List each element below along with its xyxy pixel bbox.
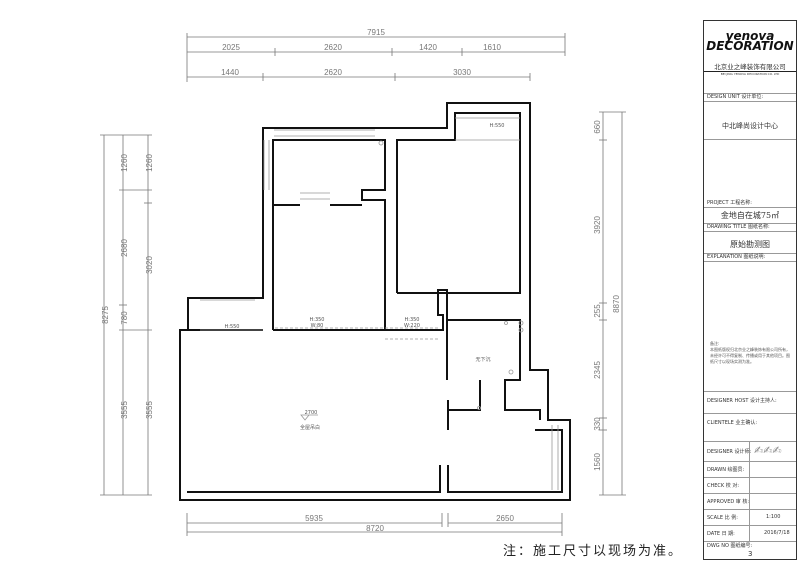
bottom-dimensions: 5935 2650 8720	[186, 513, 563, 536]
balcony-height-label: H:550	[225, 324, 240, 330]
remarks-text: 本图纸版权归北京业之峰装饰有限公司所有，未经许可不得复制、传播或用于其他项目。图…	[710, 347, 790, 364]
drawn-label: DRAWN 绘图员:	[707, 467, 745, 473]
dim-top: 3030	[453, 68, 471, 77]
dim-bottom: 2650	[496, 514, 514, 523]
explanation-label: EXPLANATION 图纸说明:	[707, 254, 766, 260]
top-dimensions: 7915 2025 2620 1420 1610 1440 2620 3030	[186, 28, 566, 82]
bathroom-label: 无下沉	[475, 356, 490, 363]
designer-label: DESIGNER 设计师:	[707, 449, 752, 455]
dim-left: 1260	[145, 154, 154, 172]
dim-top: 2620	[324, 68, 342, 77]
dim-left-total: 8275	[101, 306, 110, 324]
dim-top-total: 7915	[367, 28, 385, 37]
company-logo: yenova DECORATION	[706, 29, 794, 53]
date-label: DATE 日 期:	[707, 531, 735, 537]
date-value: 2016/7/18	[764, 530, 790, 536]
dim-right: 255	[593, 304, 602, 318]
opening-height-label: H:350	[310, 317, 325, 323]
dim-right-total: 8870	[612, 295, 621, 313]
dim-top: 2025	[222, 43, 240, 52]
ceiling-level-label: 2700	[305, 410, 318, 416]
design-unit-label: DESIGN UNIT 设计单位:	[707, 94, 764, 100]
dim-top: 2620	[324, 43, 342, 52]
dim-top: 1440	[221, 68, 239, 77]
dim-right: 3920	[593, 216, 602, 234]
dim-right: 2345	[593, 361, 602, 379]
drawing-title: 原始勘测图	[730, 240, 770, 249]
company-name: 北京业之峰装饰有限公司	[704, 61, 796, 72]
drawing-title-label: DRAWING TITLE 图纸名称:	[707, 224, 770, 230]
title-block: yenova DECORATION 北京业之峰装饰有限公司 BEI JING Y…	[703, 20, 797, 560]
dim-left: 2680	[120, 239, 129, 257]
scale-value: 1:100	[766, 514, 781, 520]
dim-right: 330	[593, 417, 602, 431]
company-name-en: BEI JING YENOVA DECORATION CO. LTD	[720, 72, 780, 76]
living-room-label: 全屋吊白	[300, 424, 320, 431]
dim-left: 3020	[145, 256, 154, 274]
drawing-number-label: DWG NO 图纸编号:	[707, 543, 753, 549]
designer-host-label: DESIGNER HOST 设计主持人:	[707, 398, 777, 404]
walls	[179, 102, 571, 501]
construction-note: 注：施工尺寸以现场为准。	[503, 544, 684, 559]
dim-top: 1610	[483, 43, 501, 52]
approved-label: APPROVED 审 核:	[707, 499, 750, 505]
dim-left: 3555	[120, 401, 129, 419]
balcony-height-label: H:550	[490, 123, 505, 129]
remarks-title: 备注:	[710, 341, 720, 346]
dim-right: 660	[593, 120, 602, 134]
level-marker-icon	[300, 414, 318, 421]
design-unit: 中北峰尚设计中心	[722, 122, 778, 130]
check-label: CHECK 校 对:	[707, 483, 740, 489]
left-dimensions: 8275 1260 2680 780 3555 1260 3020 3555	[100, 134, 154, 496]
client-label: CLIENTELE 业主确认:	[707, 420, 758, 426]
dim-bottom-total: 8720	[366, 524, 384, 533]
dim-left: 780	[120, 311, 129, 325]
opening-width-label: W:220	[404, 323, 420, 329]
project-name: 金地自在城75㎡	[720, 211, 780, 220]
project-label: PROJECT 工程名称:	[707, 200, 752, 206]
dim-left: 1260	[120, 154, 129, 172]
dim-top: 1420	[419, 43, 437, 52]
dim-left: 3555	[145, 401, 154, 419]
opening-height-label: H:350	[405, 317, 420, 323]
dim-right: 1560	[593, 453, 602, 471]
scale-label: SCALE 比 例:	[707, 515, 738, 521]
drawing-number: 3	[748, 550, 753, 558]
right-dimensions: 660 3920 255 2345 330 1560 8870	[593, 111, 626, 496]
designer-signature: ✍✍✍	[754, 444, 782, 457]
opening-width-label: W:80	[311, 323, 324, 329]
dim-bottom: 5935	[305, 514, 323, 523]
